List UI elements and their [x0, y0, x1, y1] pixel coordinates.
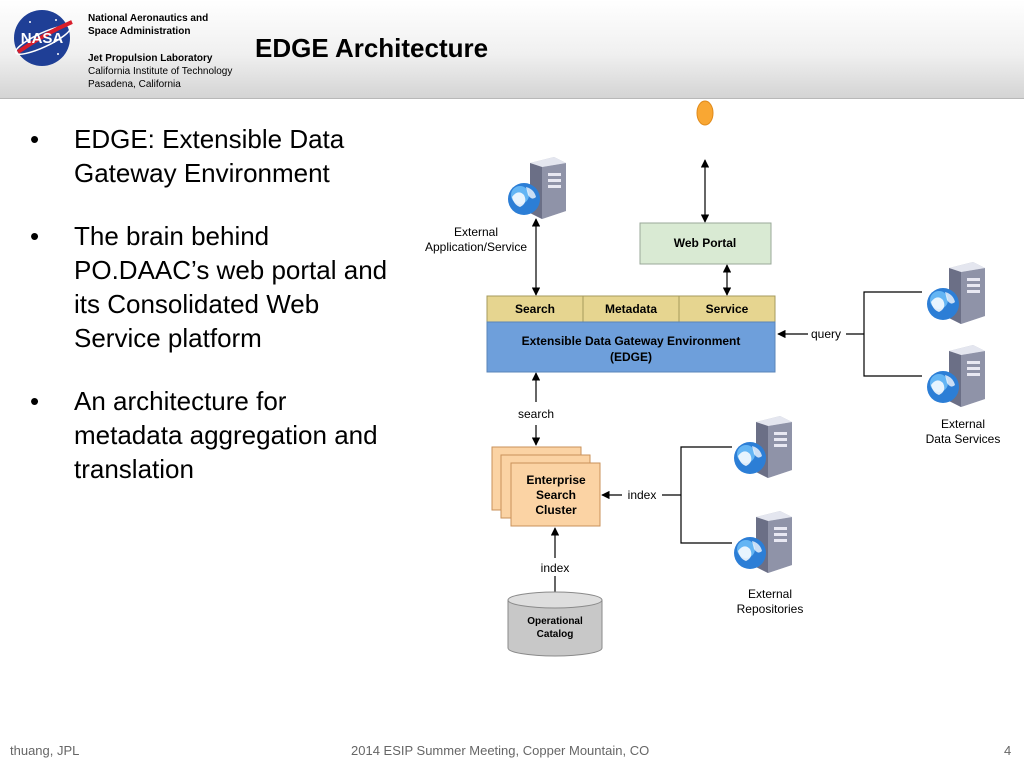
external-data-services-label-1: External: [941, 417, 985, 431]
index-bottom-label: index: [541, 561, 570, 575]
data-services-bracket: [863, 291, 922, 377]
lab-name: Jet Propulsion Laboratory: [88, 53, 213, 64]
nasa-logo-icon: NASA: [14, 10, 73, 66]
module-service-box: [678, 295, 776, 323]
operational-catalog-cylinder: [507, 591, 603, 657]
module-metadata-label: Metadata: [605, 302, 657, 316]
module-service-label: Service: [706, 302, 749, 316]
external-repository-server-icon: [734, 511, 792, 573]
bullet-line: EDGE: Extensible Data: [74, 124, 345, 154]
external-repository-server-icon: [734, 416, 792, 478]
agency-line-1: National Aeronautics and: [88, 13, 209, 24]
cluster-front-card: [510, 462, 601, 527]
query-label: query: [811, 327, 841, 341]
page-title: EDGE Architecture: [255, 33, 489, 63]
external-repositories-label-1: External: [748, 587, 792, 601]
external-data-services-label-2: Data Services: [926, 432, 1001, 446]
cluster-label-3: Cluster: [535, 503, 577, 517]
module-metadata-box: [582, 295, 680, 323]
edge-box-label-1: Extensible Data Gateway Environment: [522, 334, 741, 348]
cluster-label-1: Enterprise: [526, 473, 586, 487]
slide-header: NASA National Aeronautics and Space Admi…: [0, 0, 1024, 99]
bullet-line: Service platform: [74, 323, 262, 353]
org-block: National Aeronautics and Space Administr…: [88, 12, 232, 91]
bullet-line: The brain behind: [74, 221, 270, 251]
bullet-item: • EDGE: Extensible Data Gateway Environm…: [30, 124, 345, 188]
module-search-label: Search: [515, 302, 555, 316]
page-number: 4: [1004, 743, 1012, 758]
footer-event: 2014 ESIP Summer Meeting, Copper Mountai…: [351, 743, 650, 758]
cluster-label-2: Search: [536, 488, 576, 502]
web-portal-label: Web Portal: [674, 236, 736, 250]
catalog-label-1: Operational: [527, 616, 583, 627]
bullet-line: An architecture for: [74, 386, 287, 416]
external-app-label-1: External: [454, 225, 498, 239]
logo-text: NASA: [21, 30, 64, 47]
module-search-box: [486, 295, 584, 323]
agency-line-2: Space Administration: [88, 26, 191, 37]
external-data-service-server-icon: [927, 345, 985, 407]
web-portal-box: [639, 222, 772, 265]
external-data-service-server-icon: [927, 262, 985, 324]
institute-line-2: Pasadena, California: [88, 79, 181, 90]
bullet-item: • The brain behind PO.DAAC’s web portal …: [30, 221, 388, 353]
external-app-label-2: Application/Service: [425, 240, 527, 254]
repositories-bracket: [680, 446, 732, 544]
institute-line-1: California Institute of Technology: [88, 66, 233, 77]
external-app-server-icon: [508, 157, 566, 219]
index-right-label: index: [628, 488, 657, 502]
bullet-item: • An architecture for metadata aggregati…: [30, 386, 378, 484]
bullet-line: metadata aggregation and: [74, 420, 378, 450]
edge-box-label-2: (EDGE): [610, 350, 652, 364]
external-repositories-label-2: Repositories: [737, 602, 804, 616]
search-label: search: [518, 407, 554, 421]
bullet-list: • EDGE: Extensible Data Gateway Environm…: [30, 122, 430, 515]
bullet-line: translation: [74, 454, 194, 484]
bullet-line: PO.DAAC’s web portal and: [74, 255, 388, 285]
user-orb-icon: [696, 100, 714, 126]
catalog-label-2: Catalog: [537, 629, 574, 640]
footer-author: thuang, JPL: [10, 743, 80, 758]
bullet-line: its Consolidated Web: [74, 289, 320, 319]
edge-box: [486, 321, 776, 373]
bullet-line: Gateway Environment: [74, 158, 330, 188]
